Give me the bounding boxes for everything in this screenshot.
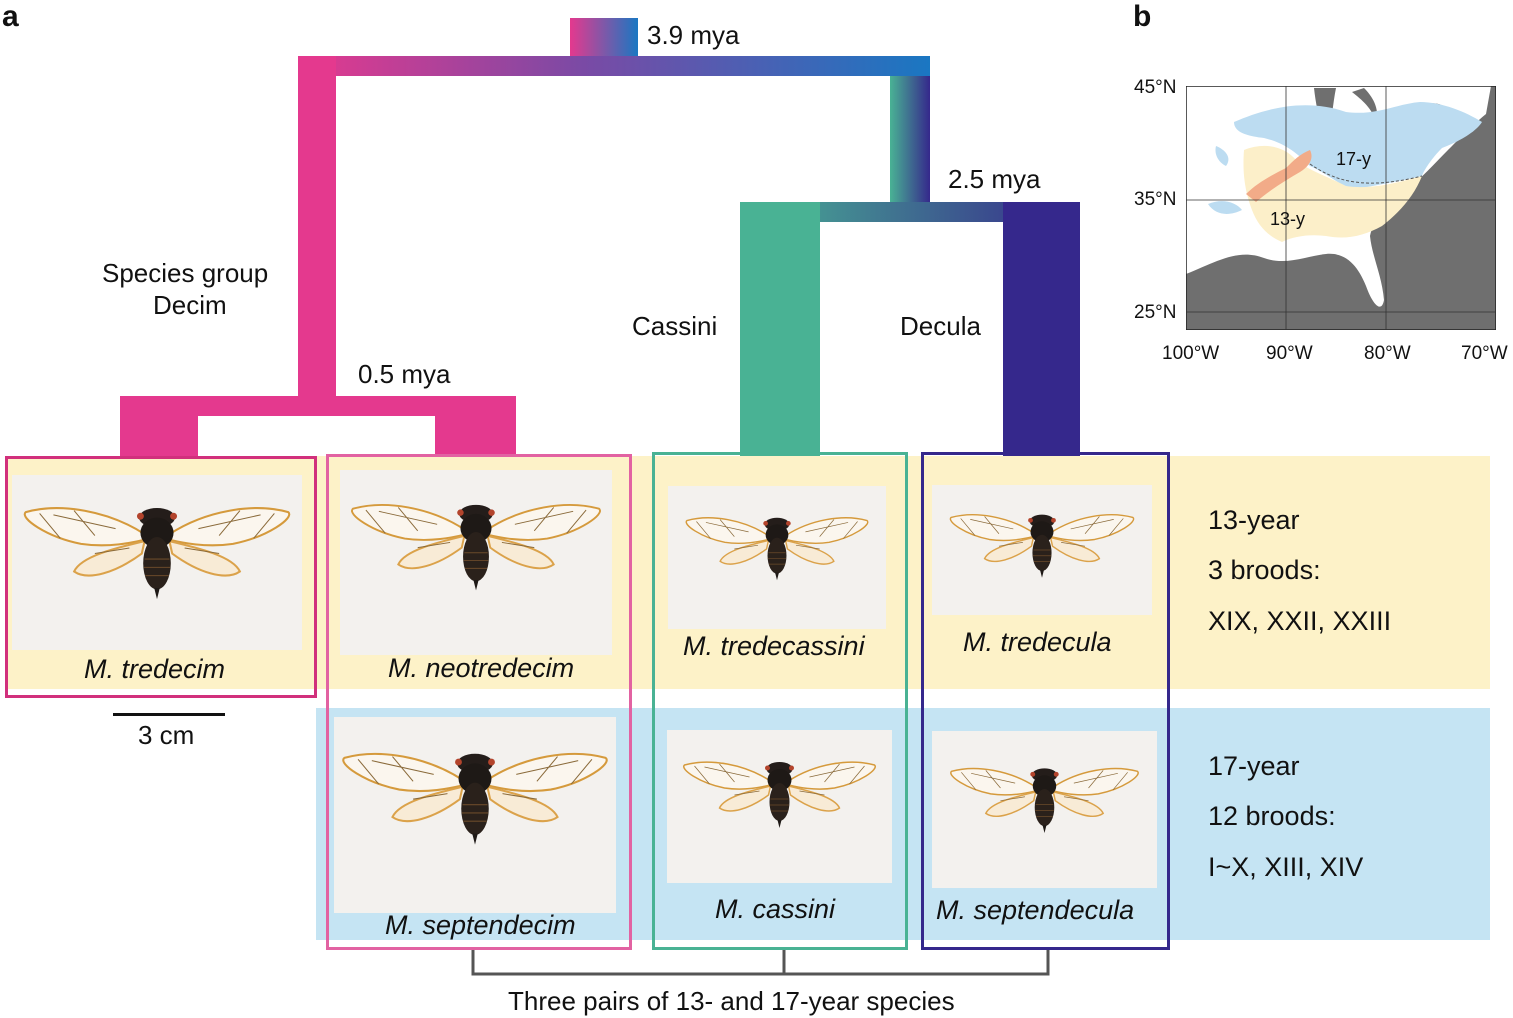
frame-tredecim [5,456,317,698]
species-name-tredecula: M. tredecula [963,627,1112,657]
scale-bar-label: 3 cm [138,720,195,750]
info-13-line1: 13-year [1208,505,1300,535]
info-17-line1: 17-year [1208,751,1300,781]
cicada-photo-neotredecim [340,470,612,655]
root-horizontal-branch [298,56,930,76]
cassini-decula-age-label: 2.5 mya [948,164,1041,194]
group-decim-label-line2: Decim [153,290,227,320]
species-name-tredecassini: M. tredecassini [683,631,865,661]
range-map [1186,86,1496,330]
scale-bar [113,713,225,716]
info-13-line2: 3 broods: [1208,555,1321,585]
cicada-photo-septendecim [334,717,616,913]
map-lat-25: 25°N [1134,302,1177,323]
decula-branch [1003,202,1080,456]
decim-age-label: 0.5 mya [358,359,451,389]
cassini-branch [740,202,820,456]
info-17-line2: 12 broods: [1208,801,1336,831]
cassini-decula-stem [740,76,1080,222]
root-age-label: 3.9 mya [647,20,740,50]
frame-cassini-pair [652,452,908,950]
species-name-tredecim: M. tredecim [84,654,226,684]
species-name-neotredecim: M. neotredecim [388,653,575,683]
map-lat-35: 35°N [1134,189,1177,210]
decim-branch [120,56,516,456]
frame-decim-pair [326,454,632,950]
map-lon-80: 80°W [1364,343,1411,364]
map-region-13y-label: 13-y [1270,209,1306,229]
species-name-cassini: M. cassini [715,894,836,924]
pairs-caption: Three pairs of 13- and 17-year species [508,986,955,1016]
info-17-line3: I~X, XIII, XIV [1208,852,1364,882]
map-region-17y-label: 17-y [1336,149,1372,169]
phylogenetic-tree [120,18,1080,456]
cicada-photo-tredecula [932,485,1152,615]
map-lon-90: 90°W [1266,343,1313,364]
cicada-photo-cassini [667,730,892,883]
map-lat-45: 45°N [1134,77,1177,98]
info-13-line3: XIX, XXII, XXIII [1208,606,1392,636]
map-lon-100: 100°W [1162,343,1220,364]
cicada-photo-tredecim [12,475,302,650]
species-name-septendecim: M. septendecim [385,910,576,940]
group-decim-label-line1: Species group [102,258,269,288]
map-lon-70: 70°W [1461,343,1508,364]
frame-decula-pair [921,452,1170,950]
cicada-photo-tredecassini [668,486,886,629]
group-cassini-label: Cassini [632,311,718,341]
panel-b-letter: b [1133,0,1152,33]
species-name-septendecula: M. septendecula [936,895,1135,925]
group-decula-label: Decula [900,311,981,341]
panel-a-letter: a [2,0,19,33]
pairs-bracket [471,950,1050,976]
cicada-photo-septendecula [932,731,1157,888]
root-stub [570,18,638,58]
